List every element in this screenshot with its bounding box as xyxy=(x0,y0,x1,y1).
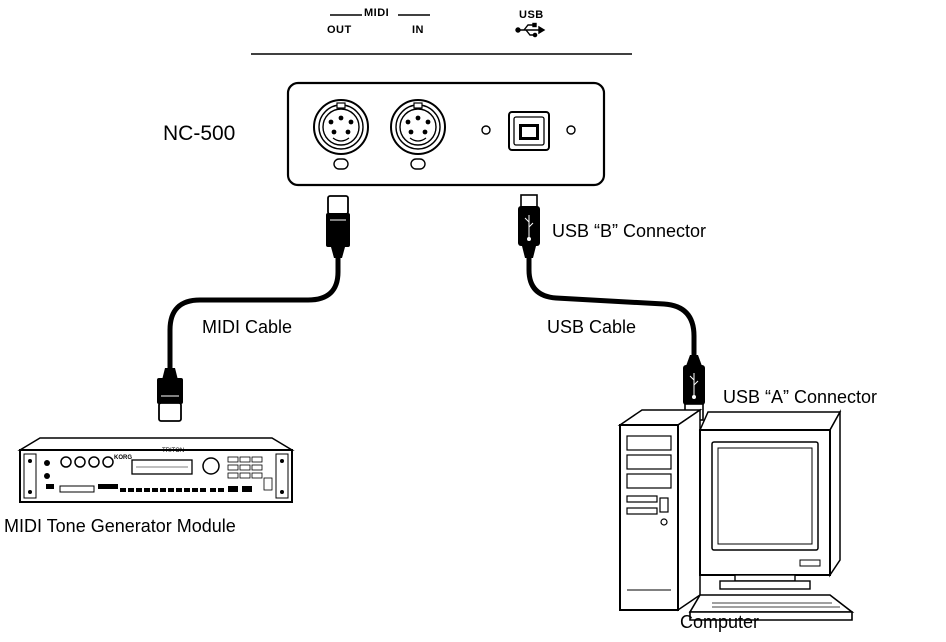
mount-screw-right xyxy=(566,125,576,135)
computer-tower xyxy=(617,408,703,612)
midi-in-port xyxy=(390,99,446,170)
midi-in-led xyxy=(410,158,426,170)
midi-out-led xyxy=(333,158,349,170)
nc500-unit xyxy=(286,81,606,187)
usb-a-connector-label: USB “A” Connector xyxy=(723,387,878,407)
midi-cable-label: MIDI Cable xyxy=(202,317,293,337)
midi-din-port-icon xyxy=(313,99,369,155)
usb-b-connector-label: USB “B” Connector xyxy=(552,221,707,241)
computer-monitor xyxy=(698,409,842,590)
midi-din-port-icon xyxy=(390,99,446,155)
midi-section-label: MIDI xyxy=(364,7,390,19)
usb-b-port-icon xyxy=(508,111,550,151)
computer-icon xyxy=(617,408,855,621)
module-model: TRITON xyxy=(162,448,184,454)
device-name-label: NC-500 xyxy=(163,122,236,145)
midi-plug-icon xyxy=(157,368,183,422)
usb-section-label: USB xyxy=(519,9,544,21)
usb-plug-icon xyxy=(683,355,705,421)
midi-cable xyxy=(157,195,350,422)
module-brand: KORG xyxy=(114,455,132,461)
midi-in-label: IN xyxy=(412,24,424,36)
mount-screw-left xyxy=(481,125,491,135)
computer-label: Computer xyxy=(680,612,760,632)
midi-plug-icon xyxy=(326,195,350,258)
computer-keyboard xyxy=(688,594,855,621)
usb-cable xyxy=(518,194,705,421)
tone-module-icon: KORG TRITON xyxy=(17,437,295,503)
usb-trident-icon xyxy=(515,22,546,38)
usb-cable-label: USB Cable xyxy=(547,317,637,337)
usb-plug-icon xyxy=(518,194,540,258)
tone-module-label: MIDI Tone Generator Module xyxy=(4,516,236,536)
midi-out-port xyxy=(313,99,369,170)
midi-out-label: OUT xyxy=(327,24,352,36)
